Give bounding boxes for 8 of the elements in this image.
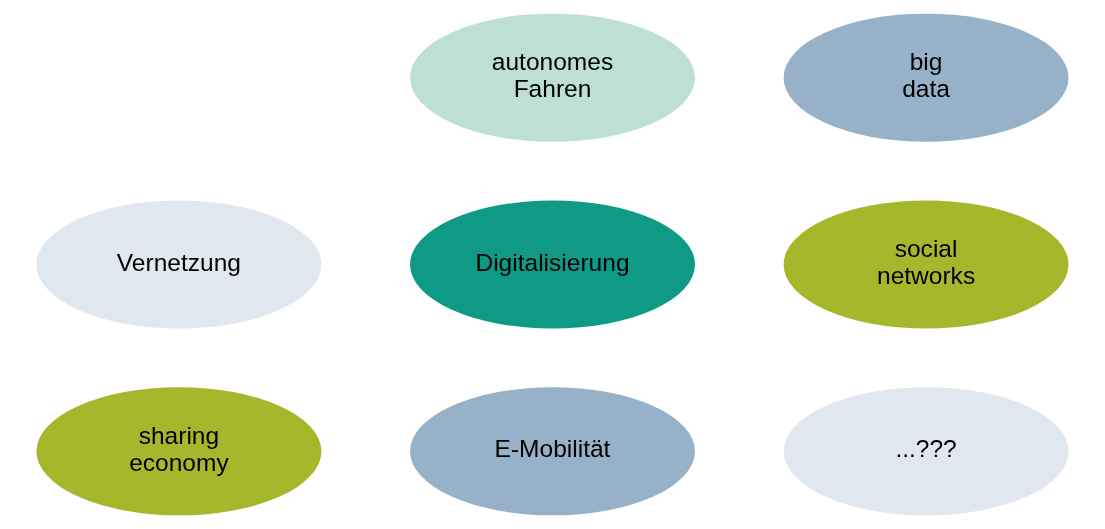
node-ellipse: E-Mobilität bbox=[410, 387, 695, 516]
node-ellipse: sharing economy bbox=[36, 387, 322, 516]
node-ellipse: big data bbox=[783, 13, 1069, 142]
node-ellipse: Digitalisierung bbox=[410, 200, 695, 329]
node-ellipse: social networks bbox=[783, 200, 1069, 329]
node-ellipse: autonomes Fahren bbox=[410, 13, 695, 142]
node-ellipse: ...??? bbox=[783, 387, 1069, 516]
node-ellipse: Vernetzung bbox=[36, 200, 322, 329]
